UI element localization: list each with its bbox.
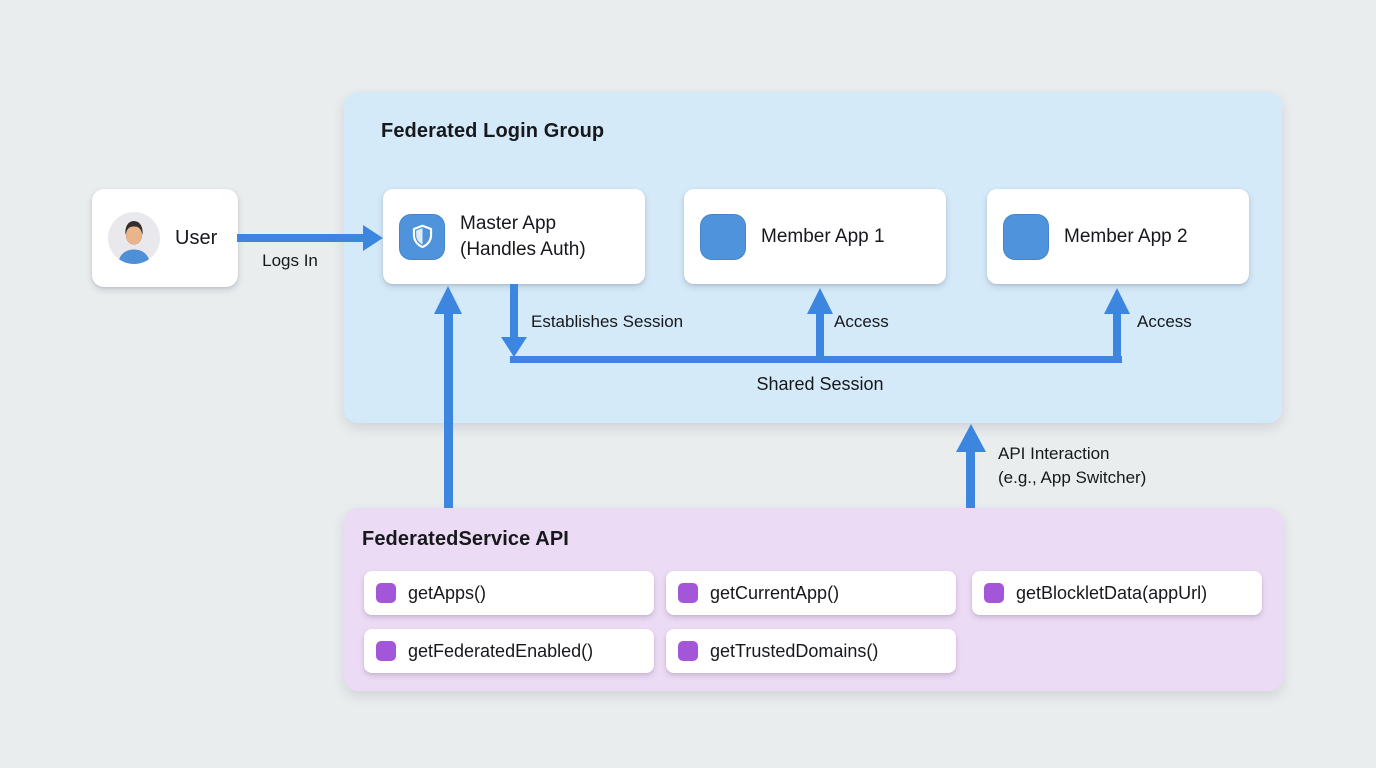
member-app-1-node: Member App 1: [684, 189, 946, 284]
app-square-icon: [1003, 213, 1049, 260]
shared-session-label: Shared Session: [756, 374, 884, 394]
member-app-2-label: Member App 2: [1064, 225, 1188, 247]
federated-service-api-group: FederatedService API getApps() getCurren…: [344, 508, 1283, 691]
method-get-blocklet-data: getBlockletData(appUrl): [972, 571, 1262, 615]
api-to-master-arrow-body: [444, 314, 453, 508]
federated-service-api-title: FederatedService API: [362, 528, 569, 550]
method-icon: [376, 583, 396, 603]
access-member1-arrow-body: [816, 314, 824, 356]
method-icon: [678, 583, 698, 603]
access-member2-arrowhead: [1104, 288, 1130, 314]
method-label: getFederatedEnabled(): [408, 640, 594, 661]
method-get-trusted-domains: getTrustedDomains(): [666, 629, 956, 673]
api-to-master-arrowhead: [434, 286, 462, 314]
user-avatar-icon: [108, 212, 160, 264]
logs-in-arrowhead: [363, 225, 383, 251]
access-member2-arrow-body: [1113, 314, 1121, 356]
shield-icon: [399, 213, 445, 260]
app-square-icon: [700, 213, 746, 260]
establishes-session-label: Establishes Session: [531, 312, 684, 331]
user-label: User: [175, 227, 218, 249]
logs-in-arrow-body: [237, 234, 365, 242]
federated-login-group: Federated Login Group Master App (Handle…: [344, 92, 1282, 423]
method-label: getBlockletData(appUrl): [1016, 582, 1208, 603]
user-node: User: [92, 189, 238, 287]
logs-in-label: Logs In: [262, 251, 318, 270]
method-icon: [678, 641, 698, 661]
access-member1-label: Access: [834, 312, 889, 331]
member-app-1-label: Member App 1: [761, 225, 885, 247]
method-label: getCurrentApp(): [710, 582, 840, 603]
api-interaction-arrowhead: [956, 424, 986, 452]
method-get-current-app: getCurrentApp(): [666, 571, 956, 615]
master-app-node: Master App (Handles Auth): [383, 189, 645, 284]
method-label: getTrustedDomains(): [710, 640, 879, 661]
shared-session-line: [510, 356, 1122, 363]
federated-login-group-title: Federated Login Group: [381, 120, 605, 142]
master-app-label: Master App (Handles Auth): [460, 212, 586, 260]
method-get-apps: getApps(): [364, 571, 654, 615]
member-app-2-node: Member App 2: [987, 189, 1249, 284]
establishes-session-arrowhead: [501, 337, 527, 357]
access-member2-label: Access: [1137, 312, 1192, 331]
method-label: getApps(): [408, 582, 487, 603]
method-icon: [376, 641, 396, 661]
api-interaction-label: API Interaction (e.g., App Switcher): [998, 444, 1147, 487]
access-member1-arrowhead: [807, 288, 833, 314]
method-icon: [984, 583, 1004, 603]
method-get-federated-enabled: getFederatedEnabled(): [364, 629, 654, 673]
api-interaction-arrow-body: [966, 452, 975, 508]
establishes-session-arrow-body: [510, 284, 518, 337]
